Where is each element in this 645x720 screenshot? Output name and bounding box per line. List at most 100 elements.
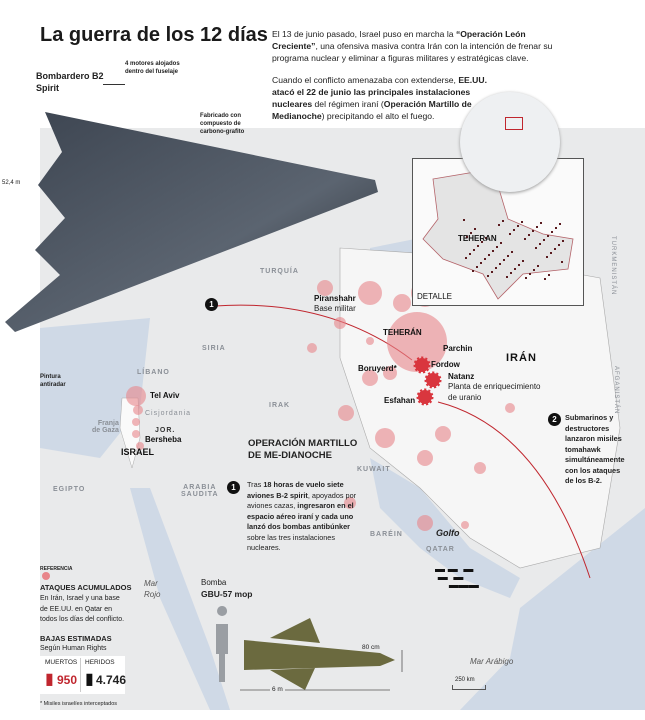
step-2-badge: 2 (548, 413, 561, 426)
attack-circle (358, 281, 382, 305)
casualties-box: MUERTOS ▮ 950 HERIDOS ▮ 4.746 (40, 656, 127, 694)
detail-dot (544, 278, 546, 280)
scale-bar (452, 685, 486, 690)
detail-dot (498, 224, 500, 226)
attack-circle (362, 370, 378, 386)
t: Cuando el conflicto amenazaba con extend… (272, 75, 459, 85)
locator-globe (460, 92, 560, 192)
legend-ref: REFERENCIA (40, 566, 73, 572)
detail-dot (502, 220, 504, 222)
t: Planta de enriquecimiento (448, 382, 541, 391)
detail-dot (535, 247, 537, 249)
detail-dot (509, 233, 511, 235)
injured-count: 4.746 (96, 673, 127, 687)
locator-box (505, 117, 523, 130)
legend-title: ATAQUES ACUMULADOS (40, 583, 132, 592)
label-egipto: EGIPTO (53, 486, 86, 493)
bomb-illustration (216, 606, 403, 691)
sea-arabigo: Mar Arábigo (470, 657, 514, 666)
attack-circle (344, 497, 356, 509)
operation-title: OPERACIÓN MARTILLO DE ME-DIANOCHE (248, 438, 358, 461)
detail-dot (488, 254, 490, 256)
path-1-badge: 1 (205, 298, 218, 311)
map-shapes (40, 238, 645, 710)
detail-dot (522, 260, 524, 262)
footnote: * Misiles israelíes interceptados (40, 701, 118, 707)
intro-p2: Cuando el conflicto amenazaba con extend… (272, 74, 487, 122)
person-red-icon: ▮ (45, 671, 54, 688)
attack-circle (126, 386, 146, 406)
detail-dot (562, 240, 564, 242)
detail-dot (555, 227, 557, 229)
bomb-diameter: 80 cm (362, 644, 380, 651)
person-silhouette (216, 606, 228, 682)
attack-circle (461, 521, 469, 529)
label-turkmenistan: TURKMENISTÁN (610, 236, 616, 296)
attack-circle (417, 515, 433, 531)
attack-circle (393, 294, 411, 312)
city-boruyerd: Boruyerd* (358, 364, 397, 373)
detail-dot (470, 232, 472, 234)
person-black-icon: ▮ (85, 671, 94, 688)
attack-circle (387, 312, 447, 372)
explosion-icon (413, 356, 431, 374)
t: Tras (247, 480, 264, 489)
explosion-icon (416, 388, 434, 406)
teheran-detail-map (422, 168, 574, 300)
dead-count: 950 (57, 673, 78, 687)
step-1-badge: 1 (227, 481, 240, 494)
detail-dot (521, 221, 523, 223)
t: SAUDITA (181, 491, 219, 498)
label-kuwait: KUWAIT (357, 466, 391, 473)
detail-dot (507, 255, 509, 257)
detail-dot (539, 243, 541, 245)
t: sobre las tres instalaciones nucleares. (247, 532, 336, 553)
detail-dot (532, 230, 534, 232)
label-israel: ISRAEL (121, 447, 155, 457)
city-fordow: Fordow (431, 360, 460, 369)
city-natanz: Natanz (448, 372, 475, 381)
detail-dot (514, 268, 516, 270)
city-parchin: Parchin (443, 344, 473, 353)
attack-circle (505, 403, 515, 413)
flight-path-2 (437, 401, 591, 579)
bomber-title: Bombardero B2 Spirit (36, 71, 104, 93)
detail-dot (492, 250, 494, 252)
detail-dot (472, 270, 474, 272)
t: de Gaza (92, 427, 119, 434)
ships-icon: ▬ ▬ ▬ ▬ ▬ ▬▬▬ (435, 564, 479, 591)
city-tel-aviv: Tel Aviv (150, 391, 180, 400)
t: ingresaron en el espacio aéreo iraní y c… (247, 501, 354, 531)
attack-circle (317, 280, 333, 296)
attack-circle (132, 430, 140, 438)
attack-circle (435, 426, 451, 442)
detail-dot (518, 264, 520, 266)
city-piranshahr: Piranshahr (314, 294, 356, 303)
detail-dot (463, 219, 465, 221)
detail-dot (554, 248, 556, 250)
step-2-text: Submarinos y destructores lanzaron misil… (565, 413, 625, 485)
attack-circle (375, 428, 395, 448)
detail-dot (496, 246, 498, 248)
detail-dot (540, 222, 542, 224)
label-jordania: JOR. (155, 427, 176, 434)
detail-dot (561, 261, 563, 263)
city-base-militar: Base militar (314, 304, 356, 313)
attack-circle (307, 343, 317, 353)
sea-golfo: Golfo (436, 528, 460, 538)
detail-dot (500, 242, 502, 244)
city-esfahan: Esfahan (384, 396, 416, 405)
detail-dot (537, 265, 539, 267)
attack-circle (366, 337, 374, 345)
detail-dot (517, 225, 519, 227)
t: Operación Martillo de Medianoche (272, 99, 472, 121)
t: El 13 de junio pasado, Israel puso en ma… (272, 29, 456, 39)
label-barein: BARÉIN (370, 531, 403, 538)
detail-dot (506, 276, 508, 278)
t: 18 horas de vuelo siete aviones B-2 spir… (247, 480, 344, 500)
bomb-body (244, 618, 395, 690)
detail-dot (480, 262, 482, 264)
bomb-label: Bomba (201, 578, 227, 587)
